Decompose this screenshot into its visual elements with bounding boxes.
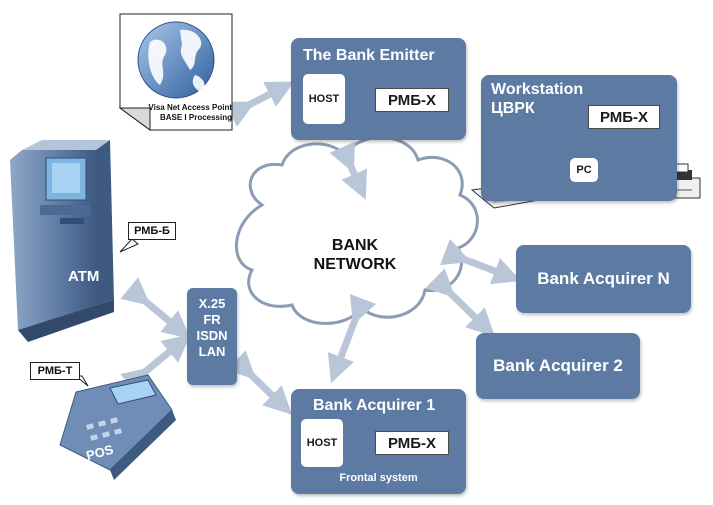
bank-acquirer-1-rmb-module[interactable]: РМБ-Х xyxy=(375,431,449,455)
arrow-atm-link xyxy=(120,277,191,339)
workstation-pc-label: PC xyxy=(570,158,598,182)
arrow-emitter-cloud xyxy=(329,141,368,200)
visa-access-label: Visa Net Access Point BASE I Processing xyxy=(124,103,232,123)
arrow-cloud-acquirer-1 xyxy=(327,293,377,384)
bank-network-label: BANK NETWORK xyxy=(300,236,410,274)
link-x25: X.25 xyxy=(198,296,226,311)
bank-acquirer-2-panel[interactable]: Bank Acquirer 2 xyxy=(476,333,640,399)
bank-emitter-panel[interactable]: The Bank Emitter HOST РМБ-Х xyxy=(291,38,466,140)
bank-emitter-title: The Bank Emitter xyxy=(303,47,435,64)
visa-line-2: BASE I Processing xyxy=(159,113,232,122)
atm-label: ATM xyxy=(68,268,100,285)
link-isdn: ISDN xyxy=(196,328,228,343)
arrow-cloud-acquirer-n xyxy=(439,238,522,285)
atm-machine xyxy=(10,140,114,342)
network-line-1: BANK xyxy=(331,237,379,254)
arrow-link-acquirer-1 xyxy=(226,350,293,415)
arrow-cloud-acquirer-2 xyxy=(425,268,496,337)
bank-emitter-host[interactable]: HOST xyxy=(303,74,345,124)
frontal-system-label: Frontal system xyxy=(339,472,418,484)
workstation-rmb-module[interactable]: РМБ-Х xyxy=(588,105,660,129)
link-protocols-box[interactable]: X.25 FR ISDN LAN xyxy=(187,288,237,385)
bank-acquirer-1-panel[interactable]: Bank Acquirer 1 HOST РМБ-Х Frontal syste… xyxy=(291,389,466,494)
pos-rmb-callout: РМБ-Т xyxy=(30,362,80,380)
arrow-pos-link xyxy=(120,334,191,396)
bank-acquirer-n-panel[interactable]: Bank Acquirer N xyxy=(516,245,691,313)
visa-line-1: Visa Net Access Point xyxy=(148,103,232,112)
workstation-title-1: Workstation xyxy=(491,81,584,98)
workstation-title-2: ЦВРК xyxy=(491,100,535,117)
visa-document xyxy=(118,13,233,131)
atm-rmb-callout: РМБ-Б xyxy=(128,222,176,240)
link-lan: LAN xyxy=(198,344,226,359)
bank-emitter-rmb-module[interactable]: РМБ-Х xyxy=(375,88,449,112)
bank-acquirer-1-title: Bank Acquirer 1 xyxy=(313,397,436,414)
bank-acquirer-1-host[interactable]: HOST xyxy=(301,419,343,467)
bank-acquirer-n-title: Bank Acquirer N xyxy=(537,269,670,288)
arrow-visa-emitter xyxy=(224,81,295,127)
link-fr: FR xyxy=(203,312,221,327)
bank-network-cloud xyxy=(235,136,479,325)
bank-acquirer-2-title: Bank Acquirer 2 xyxy=(493,356,623,375)
network-line-2: NETWORK xyxy=(313,256,397,273)
workstation-panel[interactable]: Workstation ЦВРК РМБ-Х PC xyxy=(481,75,677,201)
atm-callout-tail xyxy=(119,238,139,253)
pos-terminal xyxy=(59,374,176,480)
